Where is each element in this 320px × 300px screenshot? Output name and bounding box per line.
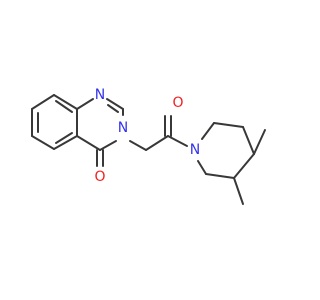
atom-o-side-carbonyl: O [172, 95, 183, 111]
bond-c8a-n1 [76, 98, 94, 110]
bond-benzene-4 [53, 135, 78, 150]
bond-c4-c4a [76, 135, 101, 151]
bond-ch2-carbonyl [145, 135, 169, 151]
bond-carbonyl-n [167, 135, 188, 147]
bond-n1-c2-double [107, 104, 119, 113]
pyrimidinone-ring [76, 98, 124, 167]
bond-pip-3 [242, 126, 255, 155]
bond-benzene-double-2 [55, 132, 73, 144]
side-chain [129, 115, 188, 151]
bond-benzene-double-3 [55, 100, 73, 113]
molecule-structure-diagram: N N O O N [31, 87, 266, 205]
bond-pip-2 [213, 122, 244, 128]
bond-pip-1 [201, 122, 215, 140]
bond-methyl-bottom [233, 177, 244, 205]
bond-pip-6 [197, 160, 207, 175]
bond-n3-c4 [99, 140, 117, 151]
bond-pip-5 [205, 173, 235, 179]
atom-n-ring-amide: N [118, 120, 128, 136]
atom-n-piperidine: N [190, 142, 200, 158]
bond-n3-ch2 [129, 140, 147, 151]
atom-n-ring-top: N [95, 87, 105, 103]
bond-methyl-top [253, 129, 266, 155]
bond-pip-4 [233, 153, 255, 179]
piperidine-ring [197, 122, 266, 205]
bond-benzene-3 [31, 135, 55, 150]
benzene-ring [31, 94, 78, 150]
bond-n1-c2 [106, 98, 124, 110]
bond-benzene-6 [53, 94, 78, 110]
bond-benzene-1 [31, 94, 55, 110]
atom-o-ring-carbonyl: O [94, 169, 105, 185]
